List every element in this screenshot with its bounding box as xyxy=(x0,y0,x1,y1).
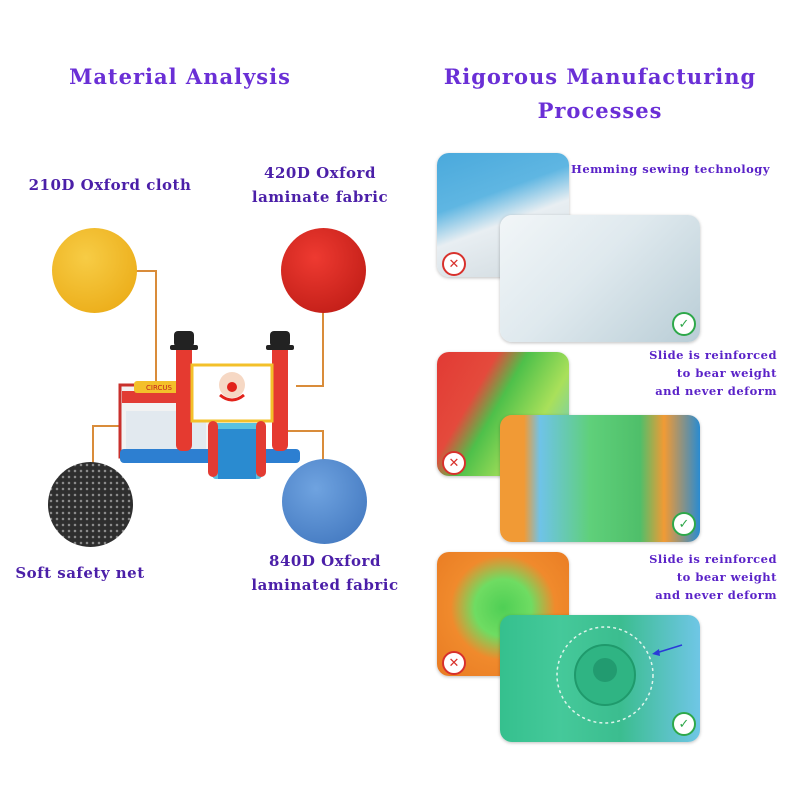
process-1-label-line1: Hemming sewing technology xyxy=(570,162,770,176)
swatch-safety-net-black xyxy=(48,462,133,547)
process-2-label-line3: and never deform xyxy=(655,384,777,398)
leader-line-420d-h xyxy=(296,385,324,387)
leader-line-840d-h xyxy=(282,430,324,432)
material-label-420d-line1: 420D Oxford xyxy=(264,164,376,182)
swatch-420d-oxford-red xyxy=(281,228,366,313)
process-2-label-line1: Slide is reinforced xyxy=(649,348,777,362)
process-2-label: Slide is reinforced to bear weight and n… xyxy=(600,346,777,400)
material-label-840d-line1: 840D Oxford xyxy=(269,552,381,570)
process-2-good-photo: ✓ xyxy=(500,415,700,542)
process-3-label-line2: to bear weight xyxy=(676,570,777,584)
material-label-840d: 840D Oxford laminated fabric xyxy=(240,549,410,597)
manufacturing-heading: Rigorous Manufacturing Processes xyxy=(430,60,770,128)
check-icon: ✓ xyxy=(672,512,696,536)
leader-line-420d-v xyxy=(322,290,324,386)
process-3-label-line1: Slide is reinforced xyxy=(649,552,777,566)
material-label-420d-line2: laminate fabric xyxy=(251,188,389,206)
swatch-840d-oxford-blue xyxy=(282,459,367,544)
leader-line-net-v xyxy=(92,425,94,475)
material-label-safety-net: Soft safety net xyxy=(15,564,145,582)
cross-icon: ✕ xyxy=(442,651,466,675)
leader-line-210d-h xyxy=(130,270,156,272)
cross-icon: ✕ xyxy=(442,252,466,276)
process-1-good-photo: ✓ xyxy=(500,215,700,342)
material-analysis-heading: Material Analysis xyxy=(69,64,291,89)
check-icon: ✓ xyxy=(672,712,696,736)
swatch-210d-oxford-yellow xyxy=(52,228,137,313)
stitched-ring-illustration xyxy=(556,626,654,724)
process-2-label-line2: to bear weight xyxy=(676,366,777,380)
castle-sign-text: CIRCUS xyxy=(146,384,172,392)
manufacturing-heading-line1: Rigorous Manufacturing xyxy=(443,64,757,89)
arrow-icon xyxy=(652,644,683,656)
process-3-label: Slide is reinforced to bear weight and n… xyxy=(600,550,777,604)
material-label-840d-line2: laminated fabric xyxy=(251,576,399,594)
material-label-420d: 420D Oxford laminate fabric xyxy=(240,161,400,209)
cross-icon: ✕ xyxy=(442,451,466,475)
check-icon: ✓ xyxy=(672,312,696,336)
material-label-210d: 210D Oxford cloth xyxy=(28,176,192,194)
manufacturing-heading-line2: Processes xyxy=(537,98,663,123)
leader-line-840d-v xyxy=(322,430,324,460)
process-1-label: Hemming sewing technology xyxy=(560,160,770,178)
bouncy-castle-image: CIRCUS xyxy=(118,331,300,479)
process-3-good-photo: ✓ xyxy=(500,615,700,742)
process-3-label-line3: and never deform xyxy=(655,588,777,602)
leader-line-net-h xyxy=(92,425,122,427)
leader-line-210d-v xyxy=(155,270,157,395)
